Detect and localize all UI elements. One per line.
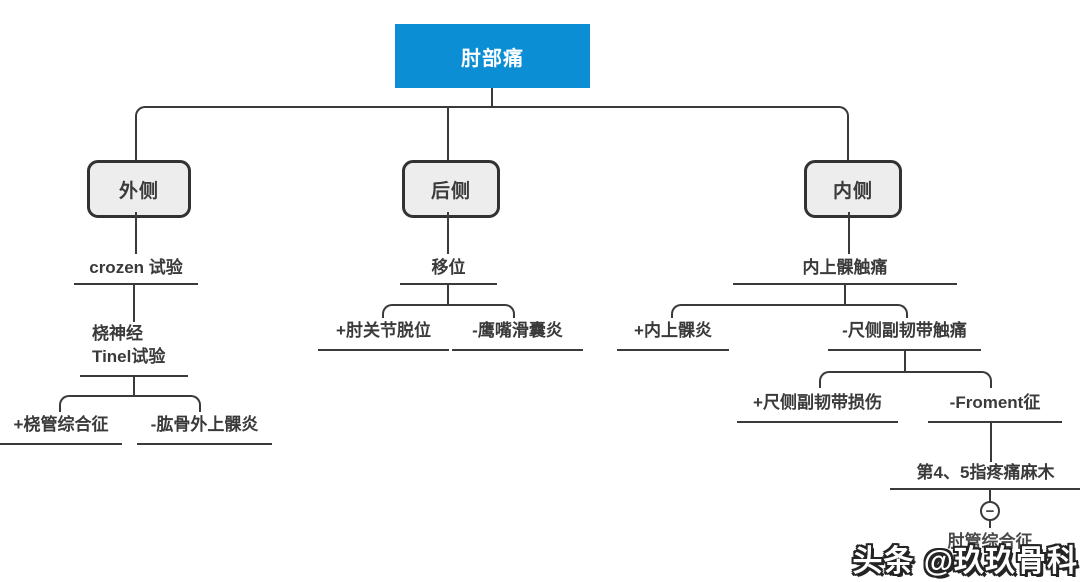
test-node-radial-tinel-line2: Tinel试验 <box>92 347 166 366</box>
branch-label-medial: 内侧 <box>832 180 873 202</box>
connector-medial-bracket-1 <box>671 304 908 318</box>
test-node-crozen: crozen 试验 <box>74 257 198 285</box>
branch-label-lateral: 外侧 <box>118 180 159 202</box>
test-node-froment-sign: -Froment征 <box>928 392 1062 423</box>
connector-displacement-down <box>447 284 449 304</box>
test-node-radial-tinel: 桡神经 Tinel试验 <box>80 322 188 377</box>
connector-medial-down <box>848 212 850 254</box>
connector-lateral-leaf-bracket <box>59 395 201 412</box>
connector-medial-bracket-2 <box>819 371 992 388</box>
connector-minus-down <box>989 521 991 528</box>
branch-label-posterior: 后侧 <box>430 180 471 202</box>
minus-circle-icon: − <box>980 501 1000 521</box>
connector-root-feed <box>491 88 493 107</box>
result-node-medial-epicondylitis: +内上髁炎 <box>617 320 729 351</box>
connector-posterior-stub <box>447 108 449 160</box>
connector-posterior-down <box>447 212 449 254</box>
root-node-elbow-pain: 肘部痛 <box>395 24 590 88</box>
branch-node-medial: 内侧 <box>804 160 902 218</box>
test-node-medial-epicondyle-tenderness: 内上髁触痛 <box>733 257 957 285</box>
watermark-toutiao: 头条 @玖玖骨科 <box>852 545 1078 578</box>
test-node-radial-tinel-line1: 桡神经 <box>92 324 143 343</box>
connector-medial-test-down <box>844 284 846 304</box>
connector-main-bracket <box>135 106 849 160</box>
connector-crozen-down <box>133 284 135 322</box>
result-node-radial-tunnel-syndrome: +桡管综合征 <box>0 414 122 445</box>
connector-froment-down <box>990 423 992 462</box>
result-node-cubital-tunnel-syndrome: 肘管综合征 <box>947 532 1033 551</box>
branch-node-lateral: 外侧 <box>87 160 191 218</box>
connector-finding-down <box>989 490 991 501</box>
test-node-displacement: 移位 <box>400 257 497 285</box>
result-node-elbow-dislocation: +肘关节脱位 <box>318 320 449 351</box>
minus-sign: − <box>985 502 995 520</box>
connector-ucl-down <box>904 351 906 371</box>
finding-node-finger-pain-numbness: 第4、5指疼痛麻木 <box>890 462 1080 490</box>
connector-lateral-down <box>135 212 137 254</box>
test-node-ucl-tenderness: -尺侧副韧带触痛 <box>828 320 981 351</box>
root-node-label: 肘部痛 <box>461 47 524 70</box>
result-node-ucl-injury: +尺侧副韧带损伤 <box>737 392 898 423</box>
result-node-lateral-epicondylitis: -肱骨外上髁炎 <box>137 414 272 445</box>
branch-node-posterior: 后侧 <box>402 160 500 218</box>
connector-posterior-leaf-bracket <box>382 304 515 318</box>
connector-tinel-down <box>133 377 135 395</box>
result-node-olecranon-bursitis: -鹰嘴滑囊炎 <box>452 320 583 351</box>
